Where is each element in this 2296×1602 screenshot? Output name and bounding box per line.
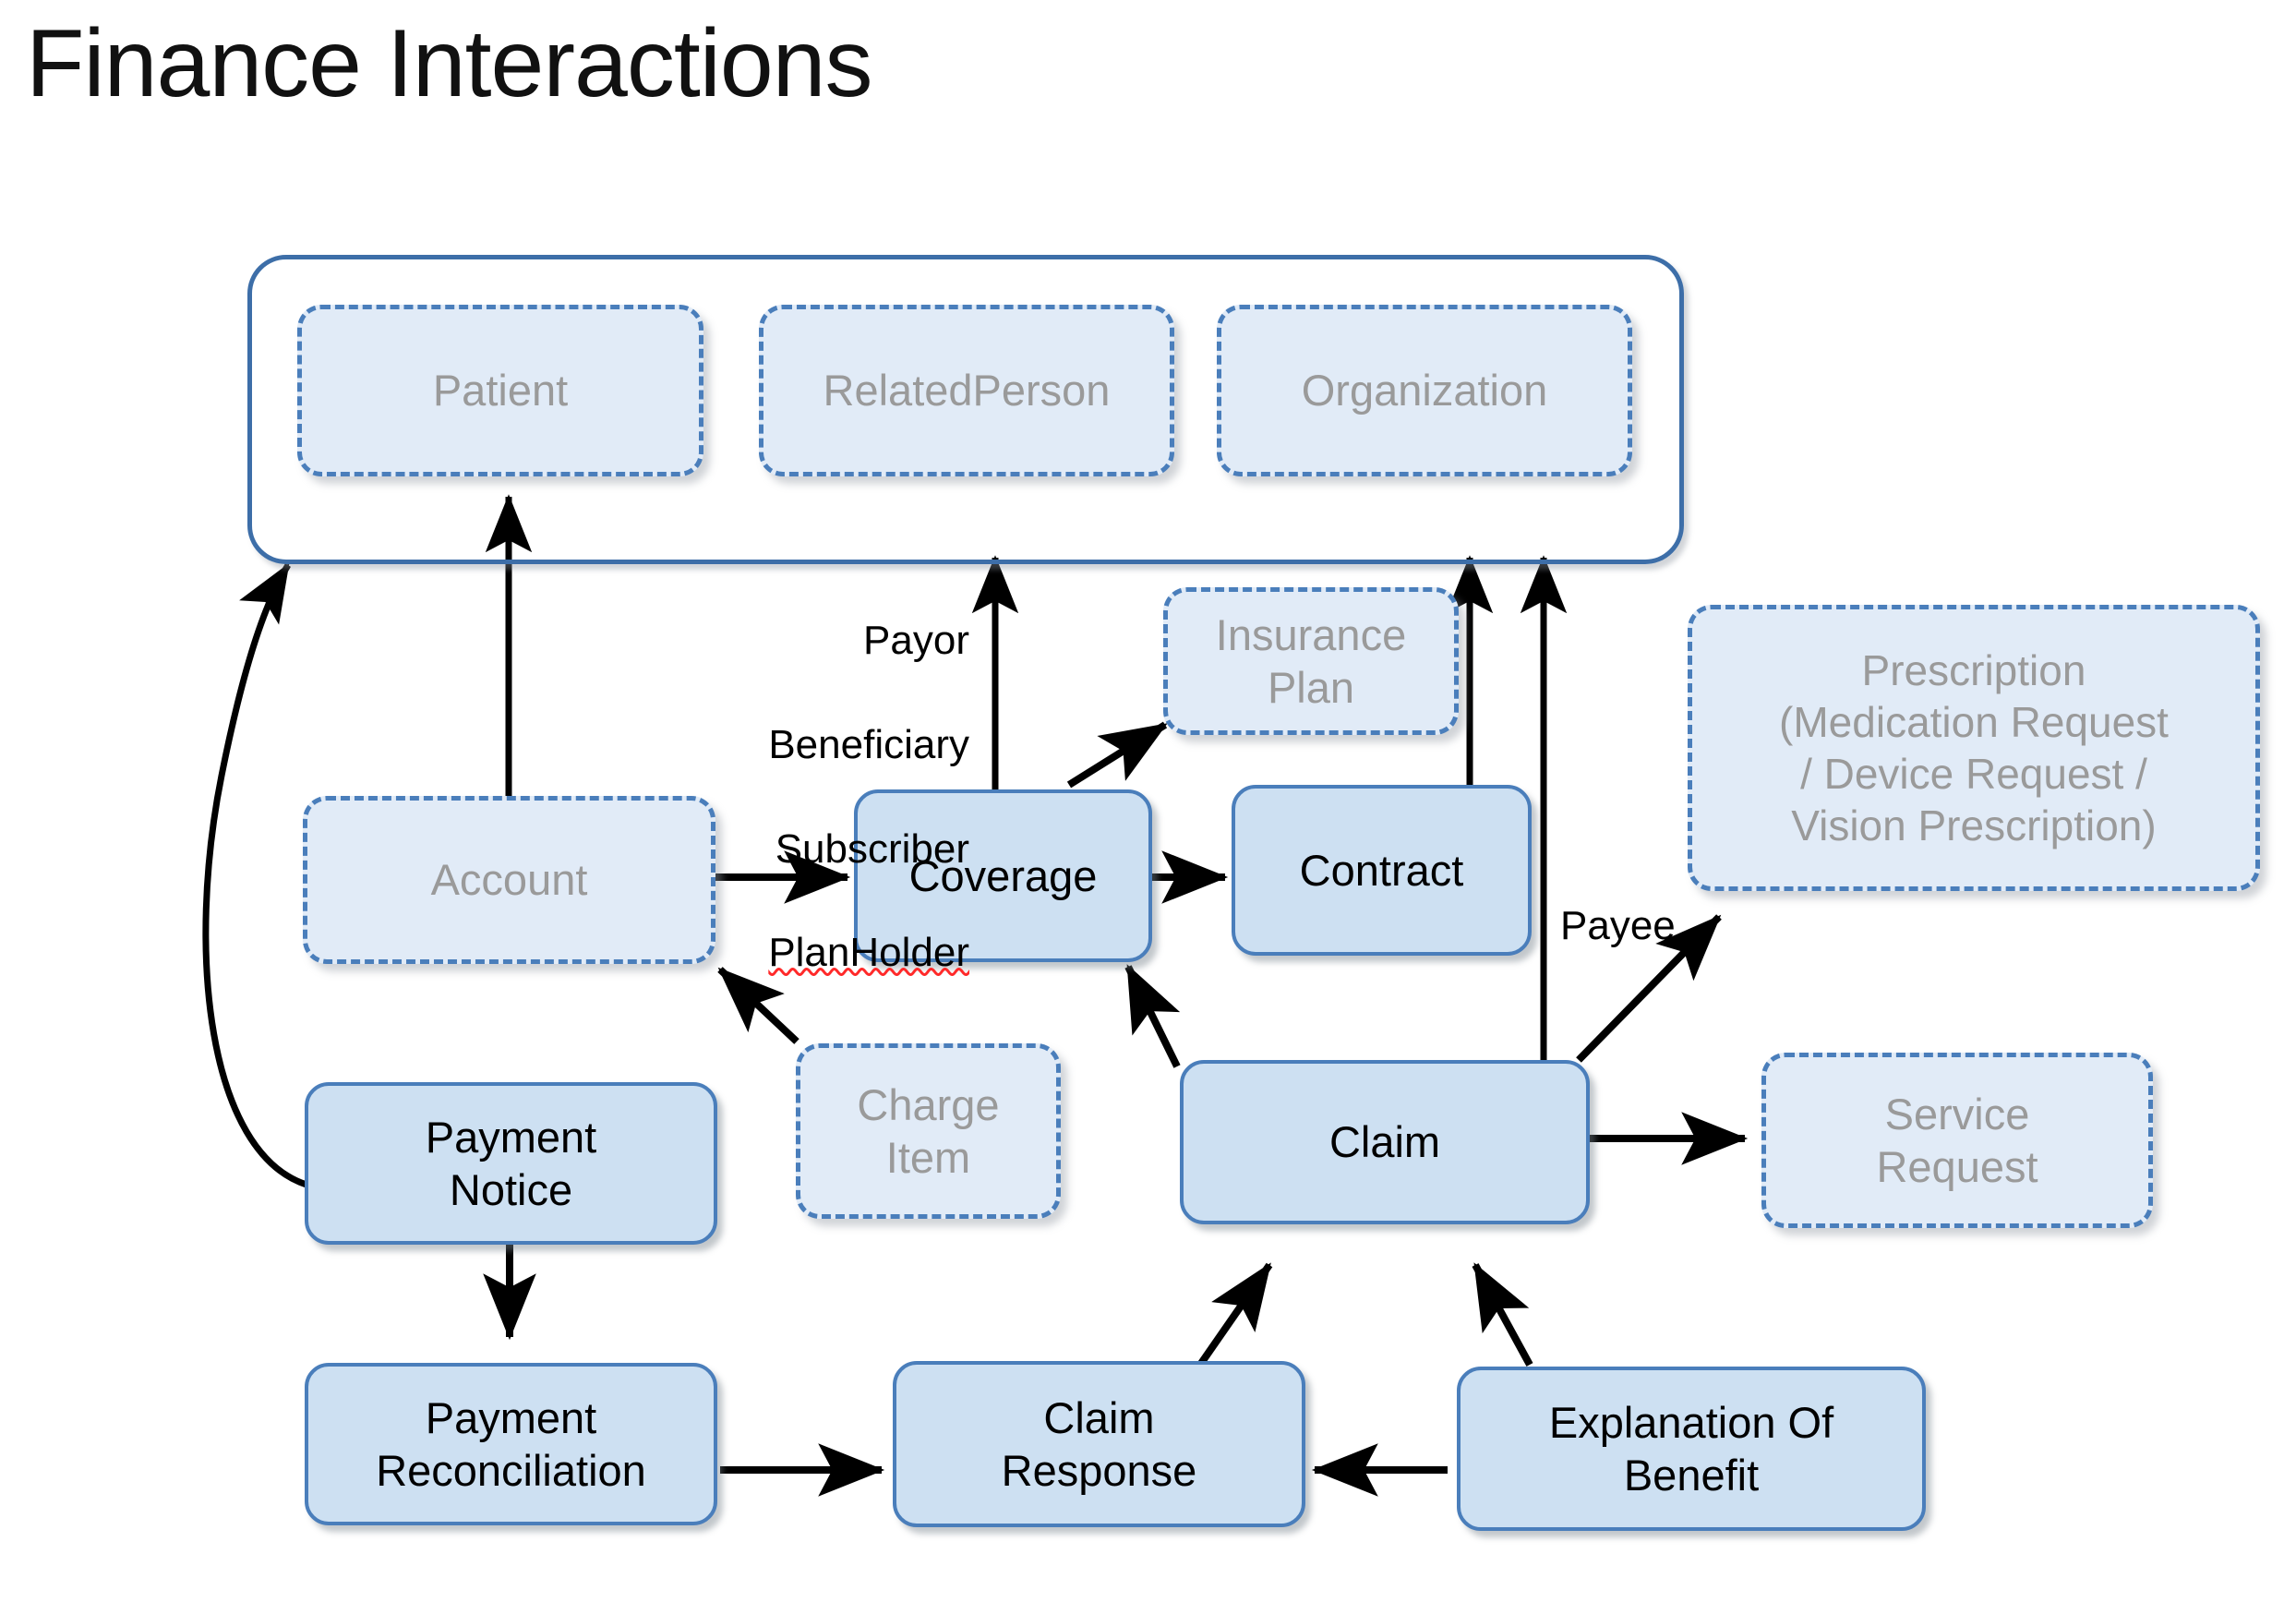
edge-label-line-subscriber: Subscriber [775, 825, 969, 872]
edge-paymentnotice-to-patient [202, 562, 308, 1188]
node-organization-label: Organization [1301, 366, 1548, 416]
edge-label-payee: Payee [1560, 903, 1676, 948]
node-paymentreconciliation[interactable]: Payment Reconciliation [305, 1363, 717, 1525]
edge-label-coverage-roles: Payor Beneficiary Subscriber PlanHolder [637, 563, 969, 1031]
node-paymentnotice[interactable]: Payment Notice [305, 1082, 717, 1245]
node-chargeitem-label: Charge Item [857, 1079, 1000, 1182]
edge-label-line-planholder: PlanHolder [768, 930, 969, 976]
node-insuranceplan[interactable]: Insurance Plan [1163, 587, 1459, 735]
edge-coverage-to-insuranceplan [1066, 721, 1168, 789]
node-patient-label: Patient [432, 366, 569, 416]
edge-label-line-beneficiary: Beneficiary [768, 721, 969, 767]
node-explanationofbenefit-label: Explanation Of Benefit [1548, 1397, 1834, 1500]
node-claim[interactable]: Claim [1180, 1060, 1590, 1224]
node-claimresponse-label: Claim Response [1001, 1392, 1197, 1495]
page-title: Finance Interactions [26, 10, 873, 117]
node-account[interactable]: Account [303, 796, 715, 964]
node-paymentreconciliation-label: Payment Reconciliation [376, 1392, 646, 1495]
node-paymentnotice-label: Payment Notice [425, 1112, 597, 1214]
edge-claimresponse-to-claim [1196, 1262, 1273, 1367]
actor-group-container [247, 255, 1684, 564]
node-servicerequest-label: Service Request [1876, 1089, 2038, 1191]
node-coverage[interactable]: Coverage [854, 789, 1152, 962]
node-claimresponse[interactable]: Claim Response [893, 1361, 1305, 1527]
node-account-label: Account [430, 855, 588, 905]
edge-label-line-payor: Payor [863, 618, 969, 664]
node-contract[interactable]: Contract [1232, 785, 1532, 956]
node-explanationofbenefit[interactable]: Explanation Of Benefit [1457, 1367, 1926, 1531]
node-patient[interactable]: Patient [297, 305, 703, 476]
node-prescription-label: Prescription (Medication Request / Devic… [1779, 645, 2169, 850]
node-contract-label: Contract [1299, 845, 1464, 895]
node-relatedperson[interactable]: RelatedPerson [759, 305, 1174, 476]
node-servicerequest[interactable]: Service Request [1761, 1053, 2153, 1228]
node-prescription[interactable]: Prescription (Medication Request / Devic… [1688, 605, 2260, 891]
node-coverage-label: Coverage [908, 850, 1098, 900]
node-organization[interactable]: Organization [1217, 305, 1632, 476]
edge-claim-to-coverage [1124, 964, 1181, 1068]
node-claim-label: Claim [1328, 1117, 1441, 1167]
edge-explanationofbenefit-to-claim [1472, 1262, 1533, 1367]
node-insuranceplan-label: Insurance Plan [1215, 609, 1407, 712]
node-chargeitem[interactable]: Charge Item [796, 1043, 1061, 1219]
node-relatedperson-label: RelatedPerson [823, 366, 1111, 416]
